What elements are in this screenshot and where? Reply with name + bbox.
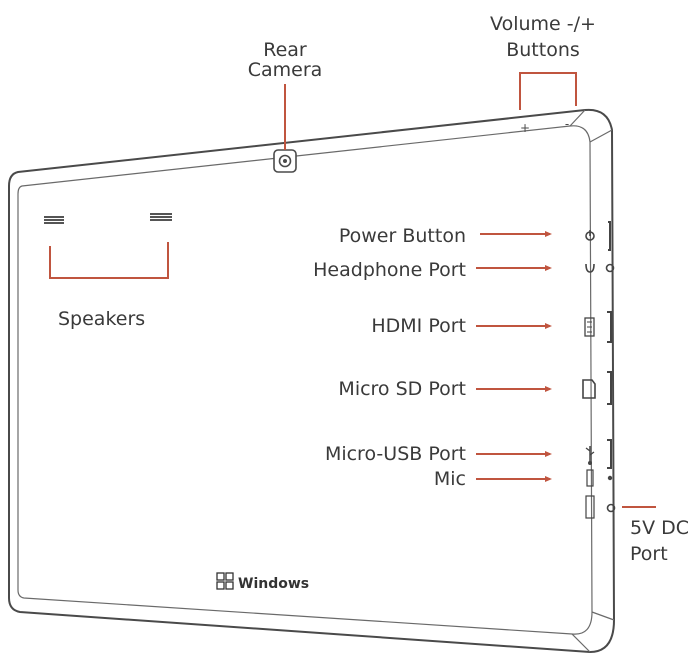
headphone-port-label: Headphone Port [313,259,466,281]
windows-logo-text: Windows [238,576,309,592]
mic-arrowhead [545,476,552,482]
volume-minus-symbol: - [565,117,569,131]
headphone-port-icon [585,263,615,273]
speaker-grille-left-icon [44,216,64,224]
hdmi-port-arrowhead [545,323,552,329]
volume-buttons-label-line-2: Buttons [506,39,580,61]
tablet-side-bevel [569,109,615,653]
rear-camera-icon [273,149,297,173]
mic-label: Mic [433,468,466,490]
dc-port-label: 5V DC Port [630,518,689,564]
micro-sd-port-icon [582,371,612,405]
volume-buttons-pointer [519,72,577,110]
volume-buttons-label-line-1: Volume -/+ [490,13,596,35]
dc-port-icon [585,495,616,519]
hdmi-port-icon [584,311,612,343]
rear-camera-label: Rear Camera [240,40,330,80]
rear-camera-label-line-1: Rear [263,39,307,61]
mic-icon [586,469,613,487]
dc-port-label-line-2: Port [630,543,668,565]
volume-buttons-label: Volume -/+ Buttons [478,14,608,60]
power-button-icon [585,221,611,251]
micro-usb-port-arrowhead [545,451,552,457]
speakers-label: Speakers [58,308,146,330]
speaker-grille-right-icon [150,213,172,221]
power-button-arrowhead [545,231,552,237]
micro-usb-port-label: Micro-USB Port [324,443,466,465]
micro-sd-port-label: Micro SD Port [338,378,466,400]
micro-sd-port-arrowhead [545,386,552,392]
micro-usb-port-icon [585,439,612,469]
power-button-label: Power Button [338,225,466,247]
headphone-port-arrowhead [545,265,552,271]
windows-logo-icon [216,572,234,590]
speakers-pointer [49,242,169,279]
volume-plus-symbol: + [520,121,530,135]
rear-camera-label-line-2: Camera [247,59,323,81]
dc-port-label-line-1: 5V DC [630,517,690,539]
hdmi-port-label: HDMI Port [371,315,466,337]
